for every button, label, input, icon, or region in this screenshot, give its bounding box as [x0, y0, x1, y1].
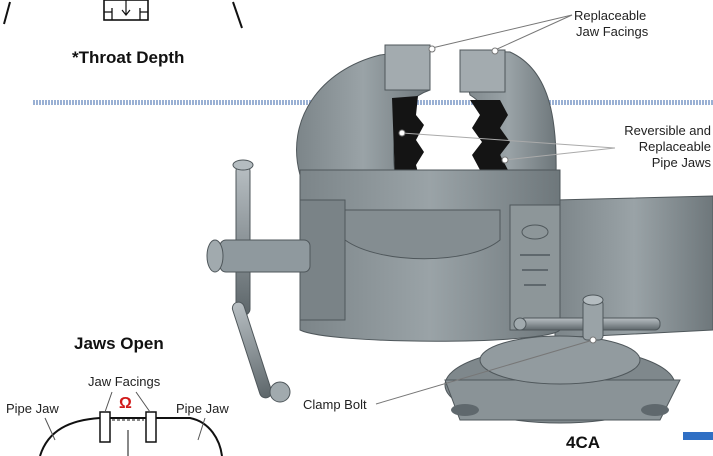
jaw-facings-callout: Replaceable Jaw Facings [574, 8, 648, 40]
model-name: 4CA [566, 433, 601, 452]
jaw-opening-symbol: Ω [119, 395, 132, 412]
pipe-jaws-callout-line2: Replaceable [638, 139, 711, 154]
jaw-facings-callout-line1: Replaceable [574, 8, 647, 23]
corner-accent [683, 432, 713, 440]
clamp-bolt-callout: Clamp Bolt [303, 397, 367, 412]
pipe-jaw-right-label: Pipe Jaw [176, 401, 229, 416]
jaw-facings-callout-line2: Jaw Facings [576, 24, 649, 39]
pipe-jaws-callout-line3: Pipe Jaws [651, 155, 711, 170]
jaw-facings-label: Jaw Facings [88, 374, 161, 389]
pipe-jaws-callout-line1: Reversible and [624, 123, 711, 138]
pipe-jaw-left-label: Pipe Jaw [6, 401, 59, 416]
throat-depth-caption: *Throat Depth [72, 48, 185, 67]
jaws-open-title: Jaws Open [74, 334, 164, 353]
pipe-jaws-callout: Reversible and Replaceable Pipe Jaws [592, 123, 711, 171]
